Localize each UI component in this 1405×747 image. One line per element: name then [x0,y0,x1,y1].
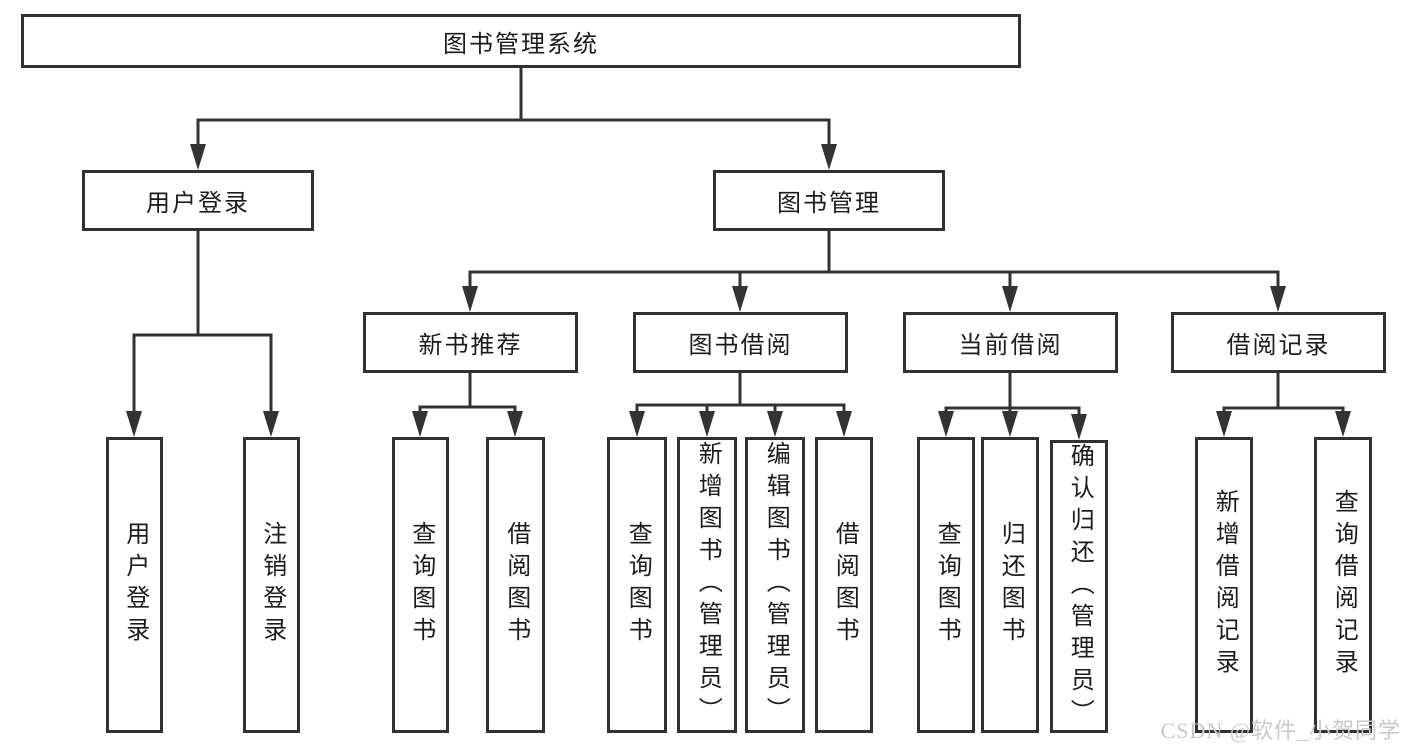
node-borrowing-records-label: 借阅记录 [1226,333,1331,359]
leaf-logout: 注销登录 [243,437,300,733]
node-book-management-branch: 图书管理 [713,170,945,231]
leaf-query-borrow-record: 查询借阅记录 [1314,437,1372,733]
leaf-borrow-books: 借阅图书 [815,437,873,733]
leaf-add-books-admin-label: 新增图书（管理员） [694,441,721,729]
leaf-query-books-recommend: 查询图书 [392,437,449,733]
leaf-user-login-label: 用户登录 [121,521,148,649]
leaf-return-books: 归还图书 [981,437,1039,733]
node-book-borrowing: 图书借阅 [633,312,848,373]
leaf-query-books-recommend-label: 查询图书 [407,521,434,649]
leaf-borrow-books-label: 借阅图书 [831,521,858,649]
node-current-borrowing: 当前借阅 [903,312,1118,373]
leaf-confirm-return-admin-label: 确认归还（管理员） [1066,442,1093,731]
leaf-borrow-books-recommend-label: 借阅图书 [502,521,529,649]
leaf-logout-label: 注销登录 [258,521,285,649]
csdn-watermark: CSDN @软件_小贺同学 [1160,718,1401,743]
leaf-edit-books-admin: 编辑图书（管理员） [745,437,805,733]
leaf-return-books-label: 归还图书 [997,521,1024,649]
node-root: 图书管理系统 [21,14,1021,68]
node-root-label: 图书管理系统 [443,31,599,58]
leaf-borrow-books-recommend: 借阅图书 [486,437,545,733]
leaf-query-books-current-label: 查询图书 [933,521,960,649]
node-user-login-branch-label: 用户登录 [146,191,250,217]
leaf-user-login: 用户登录 [106,437,163,733]
leaf-query-borrow-record-label: 查询借阅记录 [1330,489,1357,681]
leaf-add-borrow-record-label: 新增借阅记录 [1211,489,1238,681]
leaf-edit-books-admin-label: 编辑图书（管理员） [762,441,789,729]
leaf-query-books-current: 查询图书 [917,437,975,733]
leaf-query-books-borrow-label: 查询图书 [624,521,651,649]
arrowhead-group [126,144,1351,440]
node-new-book-recommend: 新书推荐 [363,312,578,373]
leaf-add-borrow-record: 新增借阅记录 [1195,437,1253,733]
leaf-confirm-return-admin: 确认归还（管理员） [1050,440,1108,733]
node-user-login-branch: 用户登录 [82,170,314,231]
node-book-management-branch-label: 图书管理 [777,191,881,217]
node-borrowing-records: 借阅记录 [1171,312,1386,373]
leaf-query-books-borrow: 查询图书 [607,437,667,733]
node-new-book-recommend-label: 新书推荐 [418,333,523,359]
node-current-borrowing-label: 当前借阅 [958,333,1063,359]
node-book-borrowing-label: 图书借阅 [688,333,793,359]
leaf-add-books-admin: 新增图书（管理员） [677,437,737,733]
